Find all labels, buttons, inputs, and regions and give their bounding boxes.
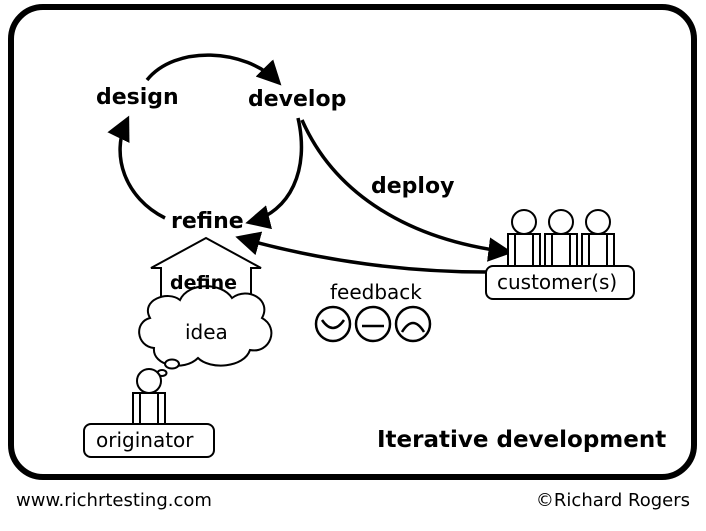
define-arrow-shape bbox=[150, 236, 262, 305]
arrow-refine-to-design bbox=[107, 115, 166, 220]
neutral-face-icon bbox=[354, 305, 392, 343]
person-icon bbox=[507, 209, 541, 269]
arrow-deploy bbox=[300, 119, 513, 262]
arrow-feedback bbox=[235, 231, 487, 274]
edge-label-feedback: feedback bbox=[330, 280, 422, 304]
node-customers: customer(s) bbox=[497, 270, 618, 294]
node-originator: originator bbox=[96, 428, 194, 452]
footer-copyright: ©Richard Rogers bbox=[535, 490, 690, 511]
node-develop: develop bbox=[248, 87, 347, 112]
node-refine: refine bbox=[171, 209, 244, 234]
person-icon bbox=[581, 209, 615, 269]
cloud-icon bbox=[138, 285, 273, 377]
customers-box bbox=[485, 265, 635, 300]
node-idea: idea bbox=[185, 320, 228, 344]
diagram-title: Iterative development bbox=[377, 427, 667, 453]
footer-website: www.richrtesting.com bbox=[16, 490, 212, 511]
happy-face-icon bbox=[314, 305, 352, 343]
sad-face-icon bbox=[394, 305, 432, 343]
arrow-design-to-develop bbox=[145, 53, 282, 86]
person-icon bbox=[132, 368, 166, 426]
originator-box bbox=[83, 423, 215, 458]
arrow-develop-to-refine bbox=[245, 117, 304, 230]
edge-label-deploy: deploy bbox=[371, 174, 455, 199]
person-icon bbox=[544, 209, 578, 269]
node-define: define bbox=[170, 272, 237, 294]
node-design: design bbox=[96, 85, 179, 110]
